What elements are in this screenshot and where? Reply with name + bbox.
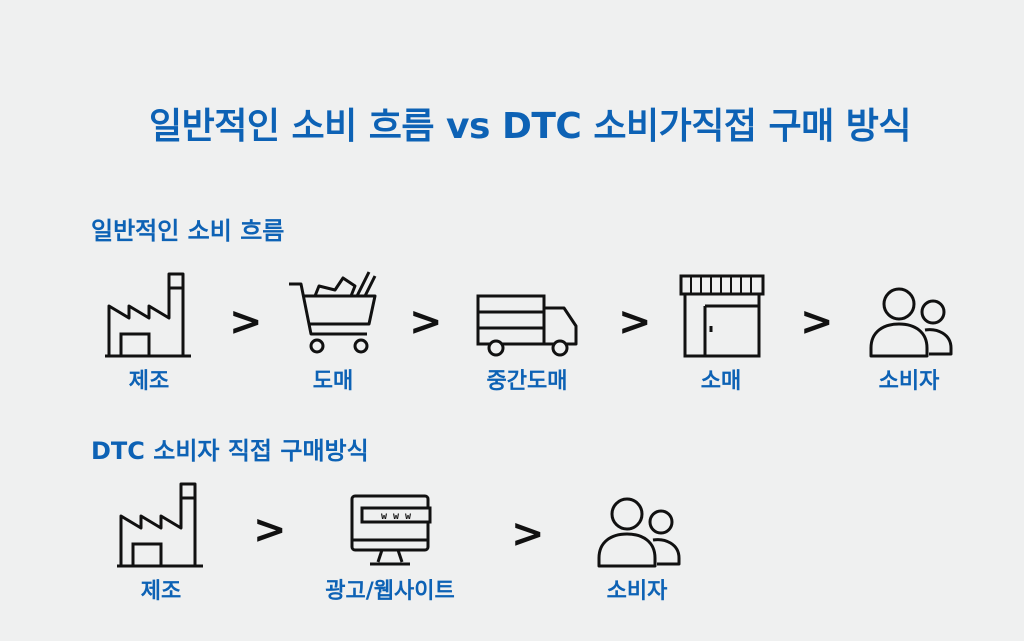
step-label: 도매 <box>312 369 354 394</box>
flow-arrow: > <box>253 507 287 553</box>
shopping-cart-icon <box>289 271 377 354</box>
store-icon <box>679 274 765 358</box>
step-label: 중간도매 <box>486 369 568 394</box>
step-label: 제조 <box>140 579 182 604</box>
step-retail: 소매 <box>651 268 791 396</box>
flow-arrow: > <box>800 299 834 345</box>
www-text: w w w <box>381 511 412 522</box>
step-label: 소비자 <box>606 579 668 604</box>
flow-arrow: > <box>511 511 545 557</box>
step-ad-website: w w w 광고/웹사이트 <box>320 478 460 606</box>
flow-arrow: > <box>229 299 263 345</box>
step-intermediate-wholesale: 중간도매 <box>457 268 597 396</box>
page-title: 일반적인 소비 흐름 vs DTC 소비가직접 구매 방식 <box>148 106 912 147</box>
flow-arrow: > <box>409 299 443 345</box>
flow-arrow: > <box>618 299 652 345</box>
step-label: 광고/웹사이트 <box>325 579 455 604</box>
factory-icon <box>117 482 203 568</box>
delivery-truck-icon <box>476 294 578 357</box>
step-wholesale: 도매 <box>263 268 403 396</box>
step-manufacturing: 제조 <box>91 478 231 606</box>
step-consumer: 소비자 <box>839 268 979 396</box>
step-manufacturing: 제조 <box>79 268 219 396</box>
consumers-icon <box>597 497 681 568</box>
section-heading-general-flow: 일반적인 소비 흐름 <box>91 217 285 245</box>
website-monitor-icon: w w w <box>350 494 432 566</box>
section-heading-dtc-flow: DTC 소비자 직접 구매방식 <box>91 437 369 465</box>
step-label: 제조 <box>128 369 170 394</box>
consumers-icon <box>869 287 953 358</box>
step-label: 소비자 <box>878 369 940 394</box>
step-label: 소매 <box>700 369 742 394</box>
step-consumer: 소비자 <box>567 478 707 606</box>
factory-icon <box>105 272 191 358</box>
